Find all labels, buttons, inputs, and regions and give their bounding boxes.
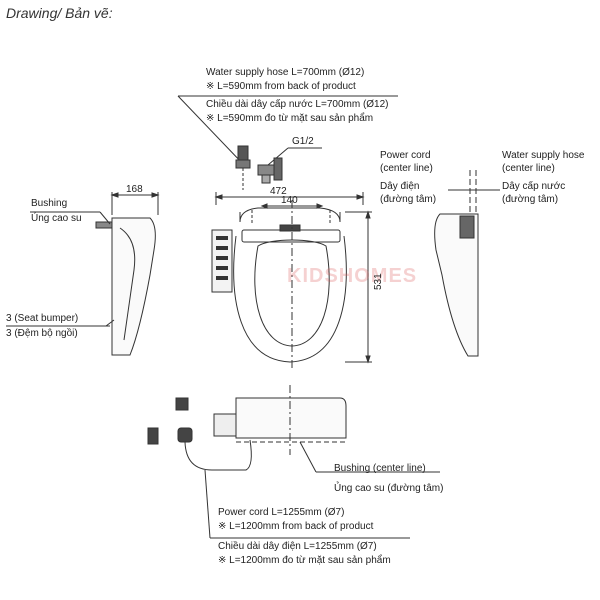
dim-arrow-icon — [110, 192, 119, 198]
bushing-en: Bushing — [31, 198, 68, 209]
seat-outer-outline — [233, 235, 347, 363]
dim-arrow-icon — [365, 210, 371, 219]
bushing-center-en: Bushing (center line) — [334, 463, 426, 474]
plug-icon — [147, 397, 193, 445]
dim-arrow-icon — [356, 194, 365, 200]
seat-inner-outline — [254, 239, 330, 347]
rear-view-panel — [213, 413, 237, 437]
water-hose-center-en-1: Water supply hose — [502, 150, 585, 161]
power-cord-center-en-2: (center line) — [380, 163, 433, 174]
water-hose-leader — [177, 95, 245, 166]
power-cord-vi-line2: ※ L=1200mm đo từ mặt sau sản phẩm — [218, 555, 391, 566]
water-hose-vi-line1: Chiều dài dây cấp nước L=700mm (Ø12) — [206, 99, 389, 110]
power-cord-center-en-1: Power cord — [380, 150, 431, 161]
power-cord-line — [184, 439, 252, 471]
dim-width-top: 472 — [270, 186, 287, 197]
thread-leader — [267, 147, 289, 166]
dim-arrow-icon — [365, 355, 371, 364]
valve-fitting-icon — [235, 145, 283, 190]
side-view-right-outline — [434, 213, 479, 357]
dim-inner-width: 140 — [281, 195, 298, 206]
bushing-vi: Ủng cao su — [31, 213, 82, 224]
power-cord-vi-line1: Chiều dài dây điện L=1255mm (Ø7) — [218, 541, 377, 552]
bushing-center-leader — [299, 441, 317, 473]
water-hose-center-vi-2: (đường tâm) — [502, 194, 559, 205]
water-hose-center-en-2: (center line) — [502, 163, 555, 174]
power-cord-center-vi-2: (đường tâm) — [380, 194, 437, 205]
water-hose-center-vi-1: Dây cấp nước — [502, 181, 566, 192]
power-cord-en-line2: ※ L=1200mm from back of product — [218, 521, 374, 532]
seat-bumper-en: 3 (Seat bumper) — [6, 313, 79, 324]
dim-arrow-icon — [214, 194, 223, 200]
watermark: KIDSHOMES — [287, 265, 418, 287]
thread-label: G1/2 — [292, 136, 314, 147]
center-marker — [279, 224, 301, 232]
water-hose-en-line2: ※ L=590mm from back of product — [206, 81, 356, 92]
water-hose-en-line1: Water supply hose L=700mm (Ø12) — [206, 67, 365, 78]
dim-arrow-icon — [151, 192, 160, 198]
power-cord-en-line1: Power cord L=1255mm (Ø7) — [218, 507, 345, 518]
bushing-icon — [95, 221, 113, 229]
seat-bumper-leader — [105, 319, 115, 327]
dim-arrow-icon — [260, 203, 268, 209]
bushing-center-vi: Ủng cao su (đường tâm) — [334, 483, 444, 494]
side-view-left-outline — [111, 217, 156, 356]
dim-arrow-icon — [316, 203, 324, 209]
power-cord-leader — [204, 469, 211, 539]
dim-side-depth: 168 — [126, 184, 143, 195]
drawing-title: Drawing/ Bản vẽ: — [6, 5, 113, 21]
seat-hinge-cover — [239, 207, 341, 223]
seat-bumper-vi: 3 (Đệm bộ ngồi) — [6, 328, 78, 339]
power-cord-center-vi-1: Dây điện — [380, 181, 420, 192]
rear-view-body — [235, 397, 347, 439]
bushing-leader — [99, 211, 111, 225]
side-connector-icon — [459, 215, 475, 239]
water-hose-vi-line2: ※ L=590mm đo từ mặt sau sản phẩm — [206, 113, 374, 124]
dim-length: 531 — [373, 273, 384, 290]
